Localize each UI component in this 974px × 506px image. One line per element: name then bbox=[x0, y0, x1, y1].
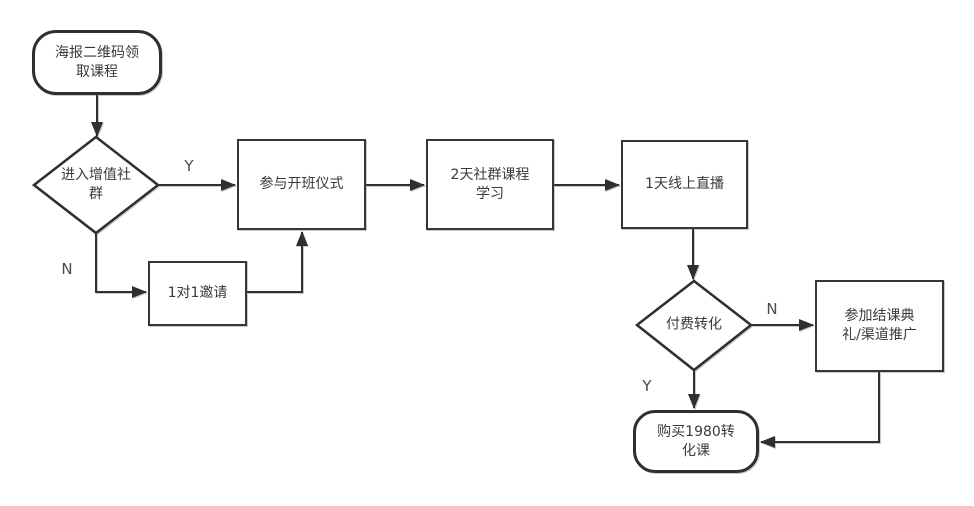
edge-label-pay-no: N bbox=[766, 300, 778, 318]
terminator-start-label: 海报二维码领取课程 bbox=[55, 44, 139, 80]
process-closing-ceremony-label: 参加结课典礼/渠道推广 bbox=[842, 308, 917, 343]
process-online-live-label: 1天线上直播 bbox=[645, 176, 724, 193]
decision-diamond-paid-conversion bbox=[634, 279, 754, 372]
decision-diamond-join-community bbox=[31, 135, 161, 235]
process-closing-ceremony-node: 参加结课典礼/渠道推广 bbox=[815, 280, 944, 372]
terminator-start-node: 海报二维码领取课程 bbox=[32, 30, 162, 95]
process-opening-ceremony-label: 参与开班仪式 bbox=[259, 176, 344, 193]
terminator-buy-course-label: 购买1980转化课 bbox=[657, 423, 735, 459]
decision-join-community-label: 进入增值社群 bbox=[61, 167, 131, 202]
process-opening-ceremony-node: 参与开班仪式 bbox=[237, 139, 366, 230]
process-community-course-label: 2天社群课程学习 bbox=[450, 166, 530, 202]
connector-join-no-to-invite bbox=[95, 233, 147, 298]
connector-invite-to-opening bbox=[247, 231, 308, 293]
connector-ceremony-to-buy bbox=[760, 372, 880, 448]
process-online-live-node: 1天线上直播 bbox=[621, 140, 748, 229]
decision-paid-conversion-label: 付费转化 bbox=[666, 316, 722, 333]
edge-label-pay-yes: Y bbox=[642, 377, 652, 395]
edge-label-join-no: N bbox=[61, 260, 73, 278]
process-community-course-node: 2天社群课程学习 bbox=[426, 139, 554, 230]
process-one-on-one-invite-label: 1对1邀请 bbox=[167, 285, 228, 302]
terminator-buy-course-node: 购买1980转化课 bbox=[633, 410, 759, 473]
edge-label-join-yes: Y bbox=[184, 157, 194, 175]
process-one-on-one-invite-node: 1对1邀请 bbox=[148, 261, 247, 326]
